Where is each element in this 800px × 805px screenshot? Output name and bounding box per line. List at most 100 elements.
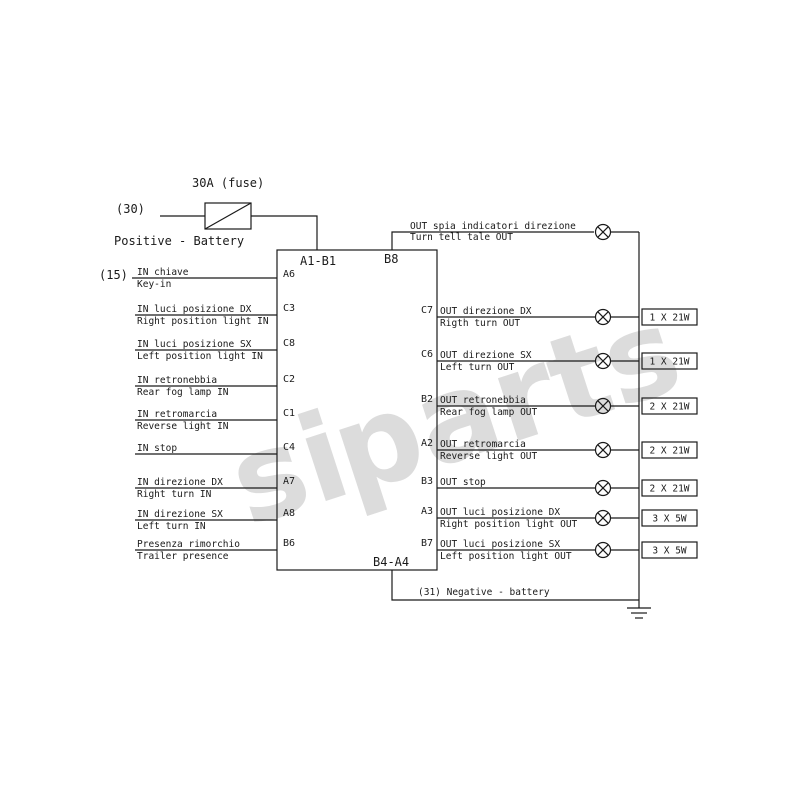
output-pin-label: A3 <box>421 506 433 517</box>
output-label-it: OUT retromarcia <box>440 439 526 450</box>
output-label-it: OUT direzione SX <box>440 350 532 361</box>
input-label-it: IN luci posizione DX <box>137 304 252 315</box>
module-bottom-label: B4-A4 <box>373 555 409 569</box>
output-pin-label: C7 <box>421 305 433 316</box>
input-pin-label: C4 <box>283 442 295 453</box>
load-rating-label: 3 X 5W <box>652 546 687 557</box>
load-rating-box <box>641 308 698 326</box>
module-box <box>276 249 438 571</box>
module-pin-b8: B8 <box>384 252 398 266</box>
load-rating-box <box>641 541 698 559</box>
telltale-wire <box>391 231 594 250</box>
output-label-en: Rear fog lamp OUT <box>440 407 538 418</box>
load-rating-label: 2 X 21W <box>649 402 689 413</box>
input-pin-label: A6 <box>283 269 295 280</box>
load-rating-label: 1 X 21W <box>649 357 689 368</box>
input-pin-label: C8 <box>283 338 295 349</box>
output-label-it: OUT stop <box>440 477 486 488</box>
output-label-it: OUT luci posizione DX <box>440 507 560 518</box>
output-label-it: OUT direzione DX <box>440 306 532 317</box>
output-pin-label: C6 <box>421 349 433 360</box>
input-label-en: Right position light IN <box>137 316 269 327</box>
input-label-en: Left turn IN <box>137 521 206 532</box>
load-rating-box <box>641 479 698 497</box>
load-rating-label: 1 X 21W <box>649 313 689 324</box>
load-rating-box <box>641 441 698 459</box>
lamp-icon <box>594 541 612 559</box>
power-section: (30) 30A (fuse) Positive - Battery <box>114 176 318 250</box>
fuse-rating-label: 30A (fuse) <box>192 176 264 190</box>
input-pin-label: A8 <box>283 508 295 519</box>
input-pin-label: C2 <box>283 374 295 385</box>
input-label-it: Presenza rimorchio <box>137 539 240 550</box>
input-label-en: Trailer presence <box>137 551 229 562</box>
lamp-icon <box>594 479 612 497</box>
lamp-icon <box>594 441 612 459</box>
output-pin-label: B7 <box>421 538 433 549</box>
telltale-lamp-icon <box>594 223 612 241</box>
telltale-output: OUT spia indicatori direzione Turn tell … <box>391 221 639 250</box>
output-pin-label: B3 <box>421 476 433 487</box>
fuse-to-module-wire <box>251 215 318 250</box>
output-label-en: Rigth turn OUT <box>440 318 520 329</box>
fuse-element <box>204 202 252 230</box>
input-pin-label: C3 <box>283 303 295 314</box>
input-label-en: Right turn IN <box>137 489 212 500</box>
load-rating-label: 2 X 21W <box>649 446 689 457</box>
load-rating-label: 3 X 5W <box>652 514 687 525</box>
input-pin-label: B6 <box>283 538 295 549</box>
output-pin-label: B2 <box>421 394 433 405</box>
load-rating-label: 2 X 21W <box>649 484 689 495</box>
output-label-en: Right position light OUT <box>440 519 578 530</box>
telltale-label-en: Turn tell tale OUT <box>410 232 513 243</box>
input-label-it: IN retronebbia <box>137 375 217 386</box>
lamp-icon <box>594 397 612 415</box>
ground-section: (31) Negative - battery <box>391 232 651 619</box>
output-label-en: Reverse light OUT <box>440 451 538 462</box>
input-label-en: Key-in <box>137 279 171 290</box>
lamp-icon <box>594 509 612 527</box>
load-rating-box <box>641 397 698 415</box>
ground-wire <box>391 570 639 601</box>
output-label-it: OUT retronebbia <box>440 395 526 406</box>
input-label-it: IN chiave <box>137 267 189 278</box>
input-label-en: Left position light IN <box>137 351 263 362</box>
input-label-it: IN direzione SX <box>137 509 223 520</box>
input-label-en: Rear fog lamp IN <box>137 387 229 398</box>
input-label-it: IN retromarcia <box>137 409 217 420</box>
module-top-label: A1-B1 <box>300 254 336 268</box>
output-label-en: Left turn OUT <box>440 362 515 373</box>
load-rating-box <box>641 509 698 527</box>
terminal-15-label: (15) <box>99 268 128 282</box>
output-label-en: Left position light OUT <box>440 551 572 562</box>
output-label-it: OUT luci posizione SX <box>440 539 560 550</box>
output-pin-label: A2 <box>421 438 433 449</box>
input-pin-label: C1 <box>283 408 295 419</box>
output-b3: B3 OUT stop 2 X 21W <box>421 476 698 497</box>
control-module: A1-B1 B8 B4-A4 <box>276 249 438 571</box>
terminal-30-label: (30) <box>116 202 145 216</box>
positive-battery-label: Positive - Battery <box>114 234 244 248</box>
input-label-en: Reverse light IN <box>137 421 229 432</box>
load-rating-box <box>641 352 698 370</box>
input-label-it: IN luci posizione SX <box>137 339 252 350</box>
input-label-it: IN stop <box>137 443 177 454</box>
input-c4: IN stop C4 <box>135 442 295 455</box>
